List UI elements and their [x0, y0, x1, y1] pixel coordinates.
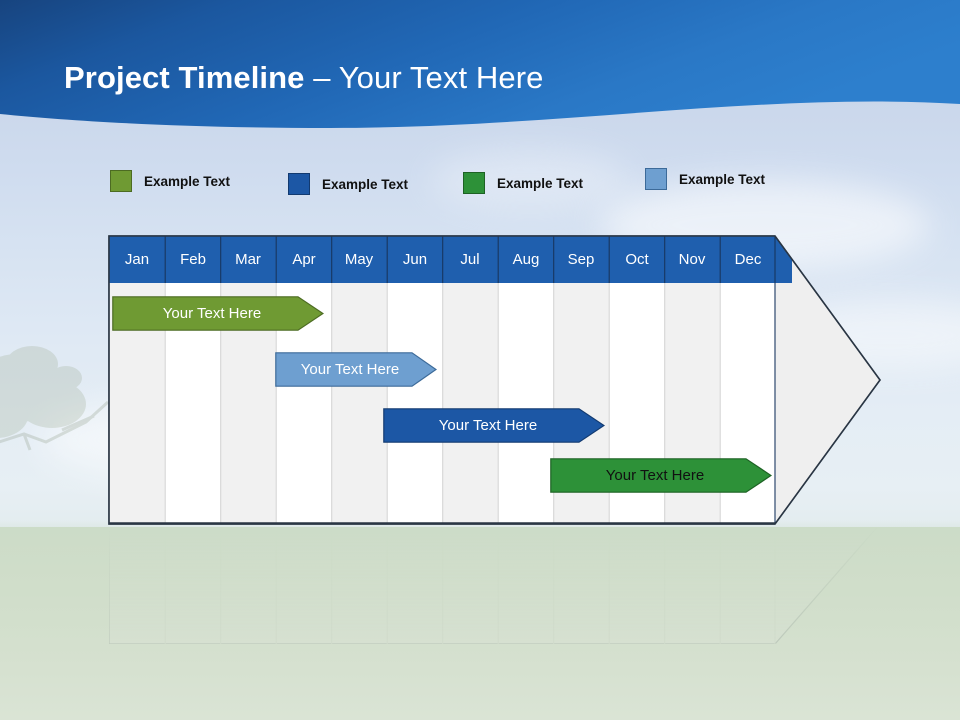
legend-item-3[interactable]: Example Text: [463, 172, 583, 194]
month-label-oct: Oct: [625, 251, 649, 268]
month-label-jul: Jul: [460, 251, 480, 268]
legend-label: Example Text: [322, 176, 409, 192]
task-bar-shape: [550, 458, 772, 493]
month-label-mar: Mar: [235, 251, 261, 268]
task-bar-1[interactable]: Your Text Here: [112, 296, 324, 331]
legend-swatch-icon: [645, 168, 667, 190]
month-label-aug: Aug: [512, 251, 540, 268]
month-header-dividers: [164, 236, 776, 524]
month-header-strip: [109, 236, 792, 283]
legend-swatch-icon: [463, 172, 485, 194]
task-bar-4[interactable]: Your Text Here: [550, 458, 772, 493]
month-label-may: May: [344, 251, 374, 268]
task-bar-2[interactable]: Your Text Here: [275, 352, 437, 387]
page-title-separator: –: [304, 60, 339, 95]
month-label-apr: Apr: [292, 251, 316, 268]
legend-item-2[interactable]: Example Text: [288, 173, 408, 195]
task-bar-shape: [275, 352, 437, 387]
page-title-light: Your Text Here: [338, 60, 544, 95]
legend-item-4[interactable]: Example Text: [645, 168, 765, 190]
legend-swatch-icon: [288, 173, 310, 195]
page-title-bold: Project Timeline: [64, 60, 305, 95]
task-bar-3[interactable]: Your Text Here: [383, 408, 605, 443]
tree-silhouette: [0, 346, 110, 451]
background-ground: [0, 527, 960, 720]
month-label-nov: Nov: [678, 251, 706, 268]
task-bar-shape: [383, 408, 605, 443]
page-title: Project Timeline – Your Text Here: [64, 60, 543, 96]
legend-label: Example Text: [144, 173, 231, 189]
legend-label: Example Text: [497, 175, 584, 191]
task-bar-shape: [112, 296, 324, 331]
month-label-feb: Feb: [180, 251, 206, 268]
month-label-jan: Jan: [124, 251, 150, 268]
legend-item-1[interactable]: Example Text: [110, 170, 230, 192]
legend-label: Example Text: [679, 171, 766, 187]
legend-swatch-icon: [110, 170, 132, 192]
header-band: [0, 0, 960, 128]
month-label-jun: Jun: [402, 251, 428, 268]
timeline-chart: Jan Feb Mar Apr May Jun Jul Aug Sep Oct …: [108, 235, 881, 525]
month-label-sep: Sep: [567, 251, 595, 268]
month-label-dec: Dec: [734, 251, 762, 268]
